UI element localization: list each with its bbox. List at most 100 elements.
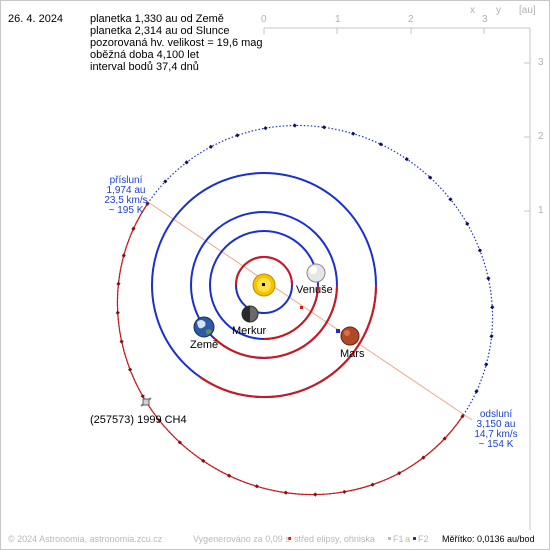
venus-orbit-front bbox=[263, 284, 319, 340]
orbit-interval-point bbox=[460, 414, 465, 419]
orbit-interval-point bbox=[448, 197, 453, 202]
orbit-interval-point bbox=[131, 226, 136, 231]
aphelion-label: odsluní 3,150 au 14,7 km/s ~ 154 K bbox=[468, 410, 524, 450]
orbit-interval-point bbox=[116, 281, 121, 286]
perihelion-distance: 1,974 au bbox=[106, 185, 146, 196]
orbit-interval-point bbox=[208, 144, 213, 149]
mars-label: Mars bbox=[340, 348, 365, 360]
orbit-interval-point bbox=[263, 126, 268, 131]
orbit-interval-point bbox=[184, 160, 189, 165]
footer-legend-center: střed elipsy, ohniska bbox=[294, 534, 375, 544]
orbit-interval-point bbox=[292, 123, 297, 128]
footer-legend-f2: F2 bbox=[418, 534, 429, 544]
ellipse-center-marker bbox=[300, 306, 303, 309]
axes bbox=[263, 27, 531, 530]
orbit-interval-point bbox=[119, 339, 124, 344]
orbit-interval-point bbox=[442, 436, 447, 441]
footer-scale: Měřítko: 0,0136 au/bod bbox=[442, 534, 535, 544]
orbit-interval-point bbox=[378, 142, 384, 147]
date-label: 26. 4. 2024 bbox=[8, 13, 64, 25]
orbit-interval-point bbox=[421, 455, 426, 460]
x-tick-label-3: 3 bbox=[482, 14, 488, 25]
aphelion-distance: 3,150 au bbox=[476, 419, 516, 430]
focus-f2-marker bbox=[336, 329, 340, 333]
orbit-interval-point bbox=[128, 367, 133, 372]
footer-legend-f1: F1 bbox=[393, 534, 404, 544]
x-axis-label: x bbox=[470, 5, 475, 16]
perihelion-label: přísluní 1,974 au 23,5 km/s ~ 195 K bbox=[98, 176, 154, 216]
y-tick-label-1: 1 bbox=[538, 205, 544, 216]
orbit-interval-point bbox=[342, 489, 347, 494]
orbit-interval-point bbox=[145, 201, 150, 206]
perihelion-speed: 23,5 km/s bbox=[104, 195, 148, 206]
x-tick-label-1: 1 bbox=[335, 14, 341, 25]
x-tick-label-2: 2 bbox=[408, 14, 414, 25]
orbit-interval-point bbox=[115, 310, 120, 315]
y-tick-label-3: 3 bbox=[538, 57, 544, 68]
orbit-interval-point bbox=[313, 492, 318, 497]
orbit-interval-point bbox=[370, 482, 375, 487]
orbit-interval-point bbox=[397, 471, 402, 476]
asteroid-marker bbox=[140, 397, 152, 407]
mercury-orbit-front bbox=[235, 256, 293, 286]
planet-orbits bbox=[151, 172, 377, 399]
footer-generated: Vygenerováno za 0,09 s bbox=[193, 534, 290, 544]
orbit-interval-point bbox=[484, 362, 489, 367]
apsis-line bbox=[141, 197, 473, 421]
venus-planet bbox=[306, 263, 326, 283]
legend-center-marker bbox=[288, 537, 291, 540]
orbit-interval-point bbox=[140, 394, 145, 399]
orbit-interval-point bbox=[322, 125, 327, 130]
orbit-interval-point bbox=[490, 305, 495, 310]
orbit-interval-point bbox=[283, 490, 288, 495]
orbit-interval-point bbox=[254, 484, 259, 489]
y-axis-label: y bbox=[496, 5, 501, 16]
orbit-interval-point bbox=[489, 334, 494, 339]
earth-label: Země bbox=[190, 339, 219, 351]
info-period: oběžná doba 4,100 let bbox=[90, 49, 199, 61]
legend-f2-marker bbox=[413, 537, 416, 540]
legend-f1-marker bbox=[388, 537, 391, 540]
orbit-interval-point bbox=[121, 253, 126, 258]
aphelion-speed: 14,7 km/s bbox=[474, 429, 518, 440]
perihelion-title: přísluní bbox=[109, 175, 143, 186]
sun bbox=[252, 273, 276, 297]
mars-planet bbox=[340, 326, 360, 346]
aphelion-temperature: ~ 154 K bbox=[478, 439, 514, 450]
orbit-interval-point bbox=[226, 473, 232, 478]
info-distance-earth: planetka 1,330 au od Země bbox=[90, 13, 224, 25]
orbit-interval-point bbox=[474, 389, 479, 394]
orbit-interval-point bbox=[486, 276, 491, 281]
mercury-planet bbox=[241, 305, 259, 323]
perihelion-temperature: ~ 195 K bbox=[108, 205, 144, 216]
orbit-interval-point bbox=[465, 221, 470, 226]
footer-copyright: © 2024 Astronomia, astronomia.zcu.cz bbox=[8, 534, 163, 544]
mars-orbit-front bbox=[199, 284, 377, 399]
orbit-interval-points bbox=[115, 123, 495, 497]
venus-label: Venuše bbox=[296, 284, 333, 296]
orbit-interval-point bbox=[351, 131, 356, 136]
asteroid-orbit-near bbox=[116, 203, 464, 496]
y-tick-label-2: 2 bbox=[538, 131, 544, 142]
x-tick-label-0: 0 bbox=[261, 14, 267, 25]
orbit-interval-point bbox=[477, 248, 482, 253]
footer-scale-value: : 0,0136 au/bod bbox=[472, 534, 535, 544]
info-magnitude: pozorovaná hv. velikost = 19,6 mag bbox=[90, 37, 263, 49]
orbit-interval-point bbox=[157, 418, 162, 423]
asteroid-orbit bbox=[115, 123, 495, 497]
mercury-label: Merkur bbox=[232, 325, 267, 337]
info-point-interval: interval bodů 37,4 dnů bbox=[90, 61, 199, 73]
footer-scale-label: Měřítko bbox=[442, 534, 473, 544]
axis-unit-label: [au] bbox=[519, 5, 536, 16]
asteroid-orbit-far bbox=[116, 124, 494, 496]
footer-legend-a: a bbox=[405, 534, 411, 544]
asteroid-label: (257573) 1999 CH4 bbox=[90, 414, 187, 426]
orbit-interval-point bbox=[163, 179, 168, 184]
earth-orbit-front bbox=[213, 284, 338, 359]
orbit-interval-point bbox=[404, 157, 409, 162]
orbit-interval-point bbox=[235, 133, 240, 138]
orbit-interval-point bbox=[177, 440, 182, 445]
orbit-interval-point bbox=[201, 458, 206, 463]
orbit-interval-point bbox=[428, 175, 433, 180]
